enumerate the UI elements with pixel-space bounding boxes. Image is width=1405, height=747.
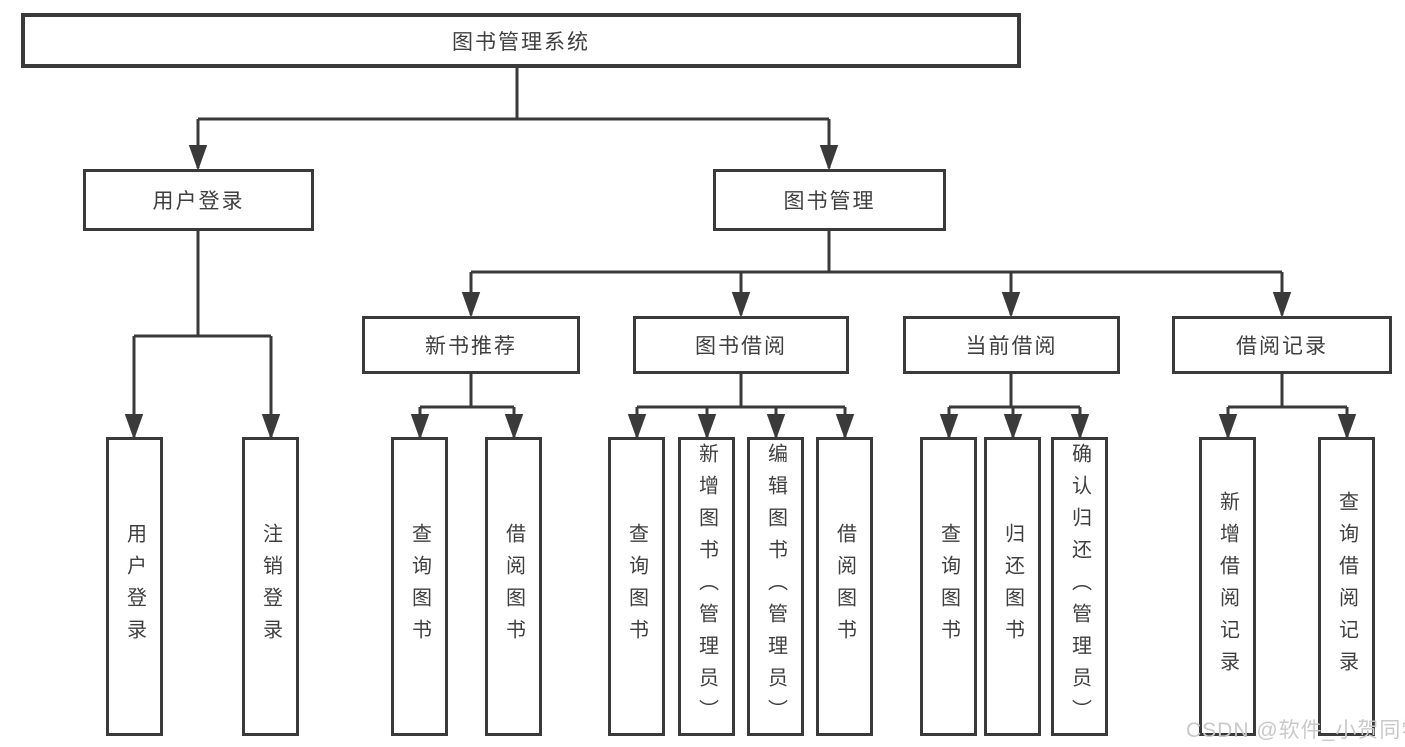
leaf-user-login: 用户登录 [106,437,163,736]
leaf-confirm-return-admin: 确认归还（管理员） [1051,437,1108,736]
node-label: 新增借阅记录 [1216,490,1239,683]
node-label: 新书推荐 [425,335,517,358]
leaf-add-borrow-record: 新增借阅记录 [1199,437,1256,736]
node-book-management: 图书管理 [713,169,946,231]
node-borrow-records: 借阅记录 [1172,316,1392,374]
node-label: 借阅图书 [833,522,856,651]
leaf-query-books-recommend: 查询图书 [391,437,448,736]
node-label: 确认归还（管理员） [1068,442,1091,731]
node-label: 当前借阅 [965,335,1058,358]
connector-borrow-records-children [1218,374,1357,440]
connector-new-book-recommend-children [410,374,524,440]
leaf-query-books-borrow: 查询图书 [608,437,665,736]
leaf-query-borrow-record: 查询借阅记录 [1318,437,1375,736]
connector-book-management-children [461,231,1292,318]
node-label: 图书管理系统 [452,30,590,54]
node-label: 借阅记录 [1236,335,1328,358]
leaf-return-books: 归还图书 [984,437,1041,736]
node-book-borrow: 图书借阅 [633,316,849,374]
node-label: 编辑图书（管理员） [764,442,787,731]
node-current-borrow: 当前借阅 [903,316,1120,374]
node-label: 用户登录 [123,522,146,651]
leaf-borrow-books-recommend: 借阅图书 [485,437,542,736]
leaf-add-books-admin: 新增图书（管理员） [678,437,735,736]
leaf-query-books-current: 查询图书 [920,437,977,736]
node-label: 用户登录 [152,190,245,213]
connector-user-login-children [124,231,281,440]
node-label: 图书管理 [783,190,876,213]
connector-book-borrow-children [627,374,855,440]
csdn-watermark: CSDN @软件_小贺同学 [1186,719,1405,742]
node-label: 查询借阅记录 [1335,490,1358,683]
node-label: 查询图书 [937,522,960,651]
leaf-edit-books-admin: 编辑图书（管理员） [747,437,804,736]
node-label: 归还图书 [1001,522,1024,651]
node-label: 借阅图书 [502,522,525,651]
connector-current-borrow-children [939,374,1090,440]
node-label: 图书借阅 [695,335,787,358]
leaf-logout: 注销登录 [242,437,299,736]
node-label: 查询图书 [408,522,431,651]
node-new-book-recommend: 新书推荐 [362,316,580,374]
leaf-borrow-books: 借阅图书 [816,437,873,736]
node-library-management-system: 图书管理系统 [21,13,1021,68]
node-label: 查询图书 [625,522,648,651]
node-label: 注销登录 [259,522,282,651]
node-user-login: 用户登录 [83,169,314,231]
connector-root-to-level2 [188,68,839,171]
node-label: 新增图书（管理员） [695,442,718,731]
